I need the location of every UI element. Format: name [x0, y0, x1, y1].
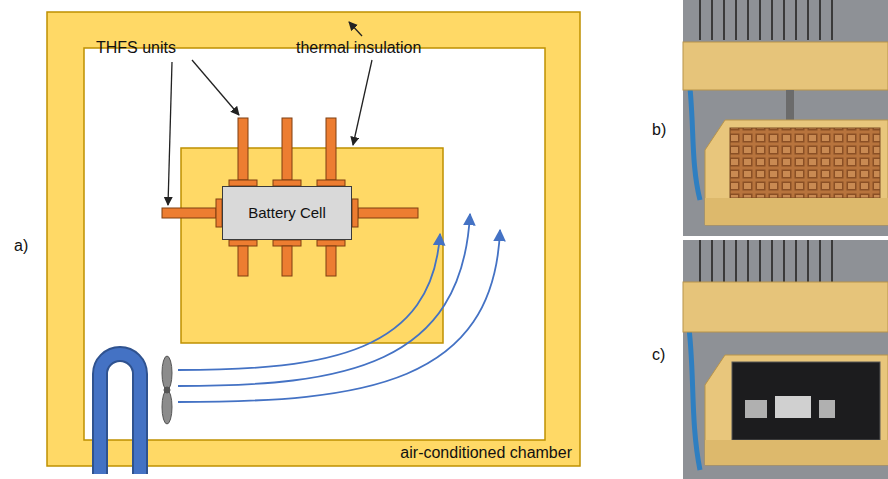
battery-cell-box: Battery Cell: [222, 186, 352, 240]
panel-letter: c): [652, 345, 665, 365]
panel-letter: a): [14, 236, 28, 256]
chamber-label: air-conditioned chamber: [400, 444, 572, 461]
insulation-box: [181, 148, 443, 343]
chamber-wall: [47, 12, 580, 466]
chamber-box: Battery Cell air-conditioned chamber: [47, 12, 580, 466]
part-label: THFS units: [96, 38, 176, 58]
thfs-units: [162, 118, 418, 276]
part-label: thermal insulation: [296, 38, 421, 58]
label-holder: air-conditioned chamber: [400, 443, 572, 463]
panel-letter: b): [652, 120, 666, 140]
photo-closed-fixture: [683, 240, 888, 479]
airflow-arrows: [178, 214, 500, 402]
cell-label: Battery Cell: [248, 204, 326, 222]
heat-exchanger: [100, 354, 140, 474]
photo-open-fixture: [683, 0, 888, 236]
fan: [162, 356, 172, 424]
